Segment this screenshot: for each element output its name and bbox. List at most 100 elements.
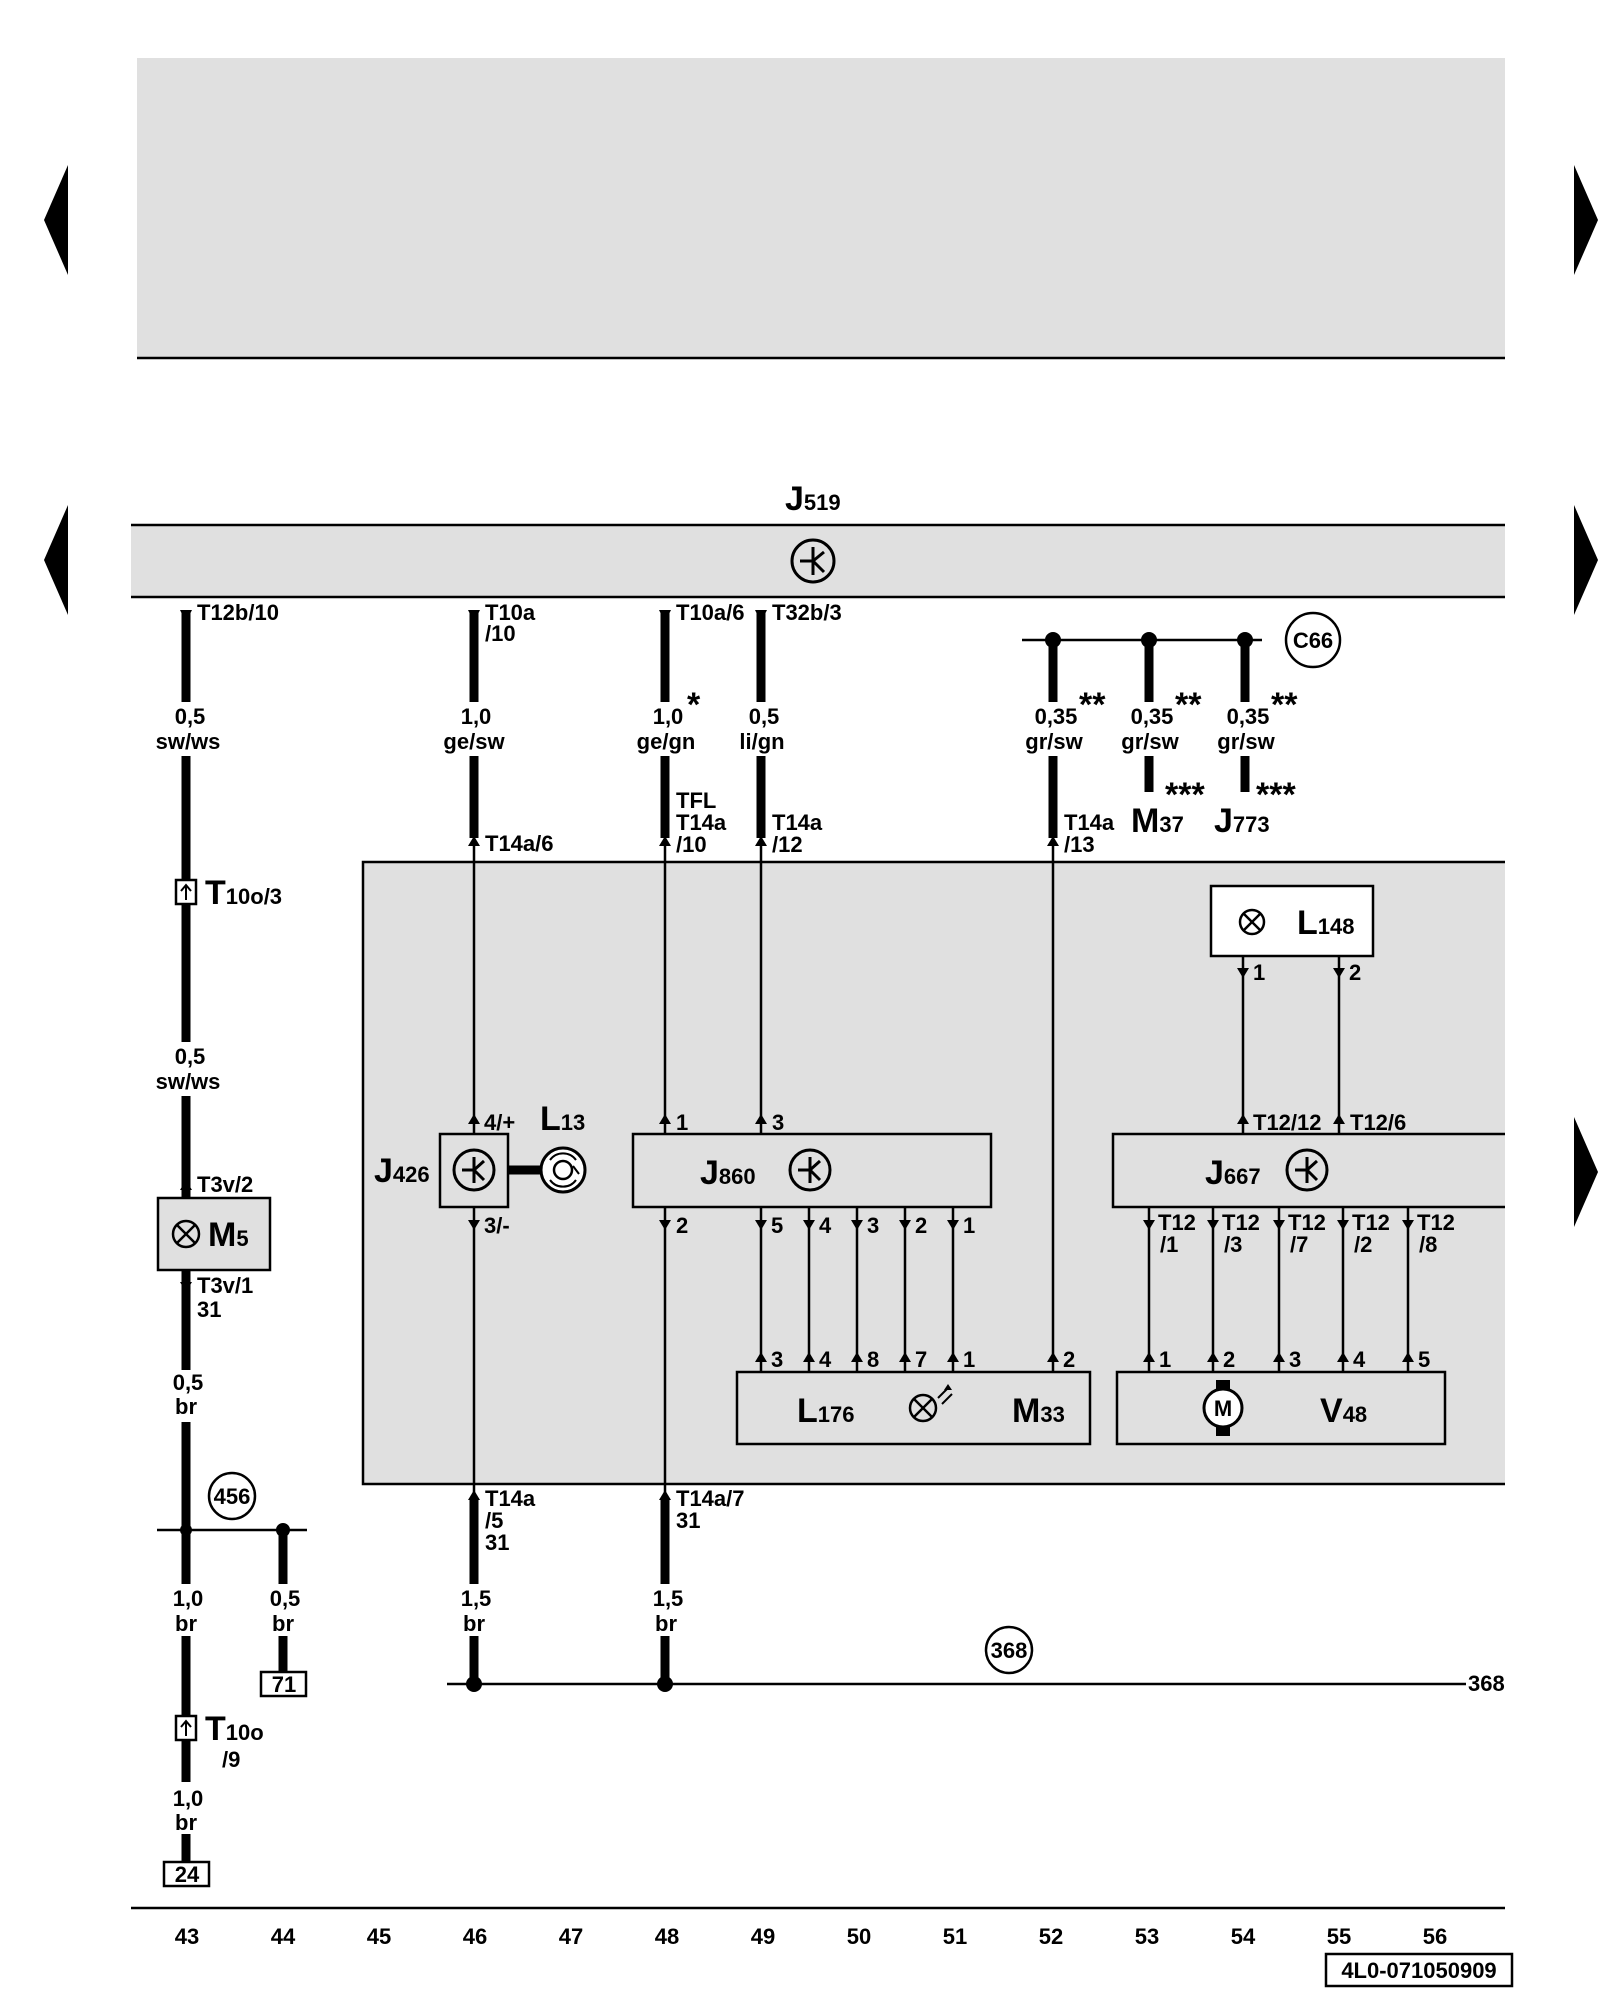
l176-pin8: 8 [867, 1347, 879, 1372]
wire-52-stars: ** [1079, 686, 1106, 724]
wire-46-color: ge/sw [443, 729, 505, 754]
m37-label: M37 [1131, 802, 1184, 840]
j860-pin5: 5 [771, 1213, 783, 1238]
conn-t14a12-b: /12 [772, 832, 803, 857]
m33-label: M33 [1012, 1392, 1065, 1430]
c66-badge [1284, 611, 1342, 669]
l176-pin3: 3 [771, 1347, 783, 1372]
wire-48b-color: br [655, 1611, 677, 1636]
j667-t126: T12/6 [1350, 1110, 1406, 1135]
j667-t1212: T12/12 [1253, 1110, 1322, 1135]
j860-control-unit-icon [788, 1148, 832, 1192]
m5-bulb-icon [171, 1219, 201, 1249]
wire-53-tstars: *** [1165, 776, 1205, 814]
j426-label: J426 [374, 1152, 430, 1190]
svg-text:456: 456 [214, 1484, 251, 1509]
conn-t14a12-a: T14a [772, 810, 823, 835]
svg-text:71: 71 [272, 1672, 296, 1697]
nav-next-arrow-low[interactable] [1574, 1117, 1598, 1227]
nav-prev-arrow-mid[interactable] [44, 505, 68, 615]
conn-t14a5-b: /5 [485, 1508, 503, 1533]
j519-control-unit-icon [790, 538, 836, 584]
column-number: 44 [271, 1924, 296, 1949]
wire-44-color: br [272, 1611, 294, 1636]
t10o9-connector-icon [174, 1714, 198, 1742]
l148-pin1: 1 [1253, 960, 1265, 985]
j426-pin3: 3/- [484, 1213, 510, 1238]
wire-48b-size: 1,5 [653, 1586, 684, 1611]
conn-t14a10-a: T14a [676, 810, 727, 835]
v48-pin2: 2 [1223, 1347, 1235, 1372]
conn-t10a10-b: /10 [485, 621, 516, 646]
wire-53-size: 0,35 [1131, 704, 1174, 729]
l176-label: L176 [797, 1392, 855, 1430]
j667-b2-b: /2 [1354, 1232, 1372, 1257]
j860-pin2b: 2 [915, 1213, 927, 1238]
l148-bulb-icon [1238, 908, 1266, 936]
m5-lamp [156, 1196, 272, 1272]
wire-54-size: 0,35 [1227, 704, 1270, 729]
j860-pin1: 1 [676, 1110, 688, 1135]
j860-pin2: 2 [676, 1213, 688, 1238]
wire-43e-size: 1,0 [173, 1786, 204, 1811]
nav-next-arrow-mid[interactable] [1574, 505, 1598, 615]
svg-text:368: 368 [991, 1638, 1028, 1663]
column-number: 56 [1423, 1924, 1447, 1949]
column-number: 46 [463, 1924, 487, 1949]
wire-43d-color: br [175, 1611, 197, 1636]
j860-label: J860 [700, 1154, 756, 1192]
ground-368-badge [984, 1625, 1034, 1675]
conn-t14a13-b: /13 [1064, 832, 1095, 857]
v48-motor [1115, 1370, 1447, 1446]
j667-b3-b: /3 [1224, 1232, 1242, 1257]
ground-456-badge [207, 1471, 257, 1521]
j426-control-unit-icon [452, 1148, 496, 1192]
wire-43b-size: 0,5 [175, 1044, 206, 1069]
wire-48-size: 1,0 [653, 704, 684, 729]
column-number: 47 [559, 1924, 583, 1949]
wire-46b-size: 1,5 [461, 1586, 492, 1611]
t10o9-label: T10o [205, 1710, 264, 1748]
j667-b8-b: /8 [1419, 1232, 1437, 1257]
conn-t14a5-c: 31 [485, 1530, 509, 1555]
column-number: 55 [1327, 1924, 1351, 1949]
v48-label: V48 [1320, 1392, 1367, 1430]
conn-t14a5-a: T14a [485, 1486, 536, 1511]
wire-43a-size: 0,5 [175, 704, 206, 729]
conn-t14a6: T14a/6 [485, 831, 554, 856]
wire-52-size: 0,35 [1035, 704, 1078, 729]
j773-label: J773 [1214, 802, 1270, 840]
l176-pin1: 1 [963, 1347, 975, 1372]
v48-pin3: 3 [1289, 1347, 1301, 1372]
top-grey-panel [137, 58, 1505, 358]
v48-pin4: 4 [1353, 1347, 1366, 1372]
ground-368-ref[interactable]: 368 [1468, 1671, 1505, 1696]
v48-pin1: 1 [1159, 1347, 1171, 1372]
j667-b1-a: T12 [1158, 1210, 1196, 1235]
wire-43a-color: sw/ws [156, 729, 221, 754]
wire-46b-color: br [463, 1611, 485, 1636]
wire-44-size: 0,5 [270, 1586, 301, 1611]
conn-t3v1: T3v/1 [197, 1273, 253, 1298]
conn-t10a6: T10a/6 [676, 600, 745, 625]
conn-t3v1-31: 31 [197, 1297, 221, 1322]
t10o3-connector-icon [174, 878, 198, 906]
nav-next-arrow-top[interactable] [1574, 165, 1598, 275]
column-number: 52 [1039, 1924, 1063, 1949]
l148-lamp [1209, 884, 1375, 958]
svg-text:M: M [1214, 1396, 1232, 1421]
nav-prev-arrow-top[interactable] [44, 165, 68, 275]
wire-54-tstars: *** [1256, 776, 1296, 814]
column-number: 54 [1231, 1924, 1256, 1949]
ref-box-71[interactable] [259, 1670, 308, 1698]
ref-box-24[interactable] [162, 1860, 211, 1888]
wire-48-mark: * [687, 686, 701, 724]
conn-t14a7-a: T14a/7 [676, 1486, 745, 1511]
conn-t14a10-b: /10 [676, 832, 707, 857]
wire-46-size: 1,0 [461, 704, 492, 729]
j667-b7-a: T12 [1288, 1210, 1326, 1235]
l148-pin2: 2 [1349, 960, 1361, 985]
v48-pin5: 5 [1418, 1347, 1430, 1372]
